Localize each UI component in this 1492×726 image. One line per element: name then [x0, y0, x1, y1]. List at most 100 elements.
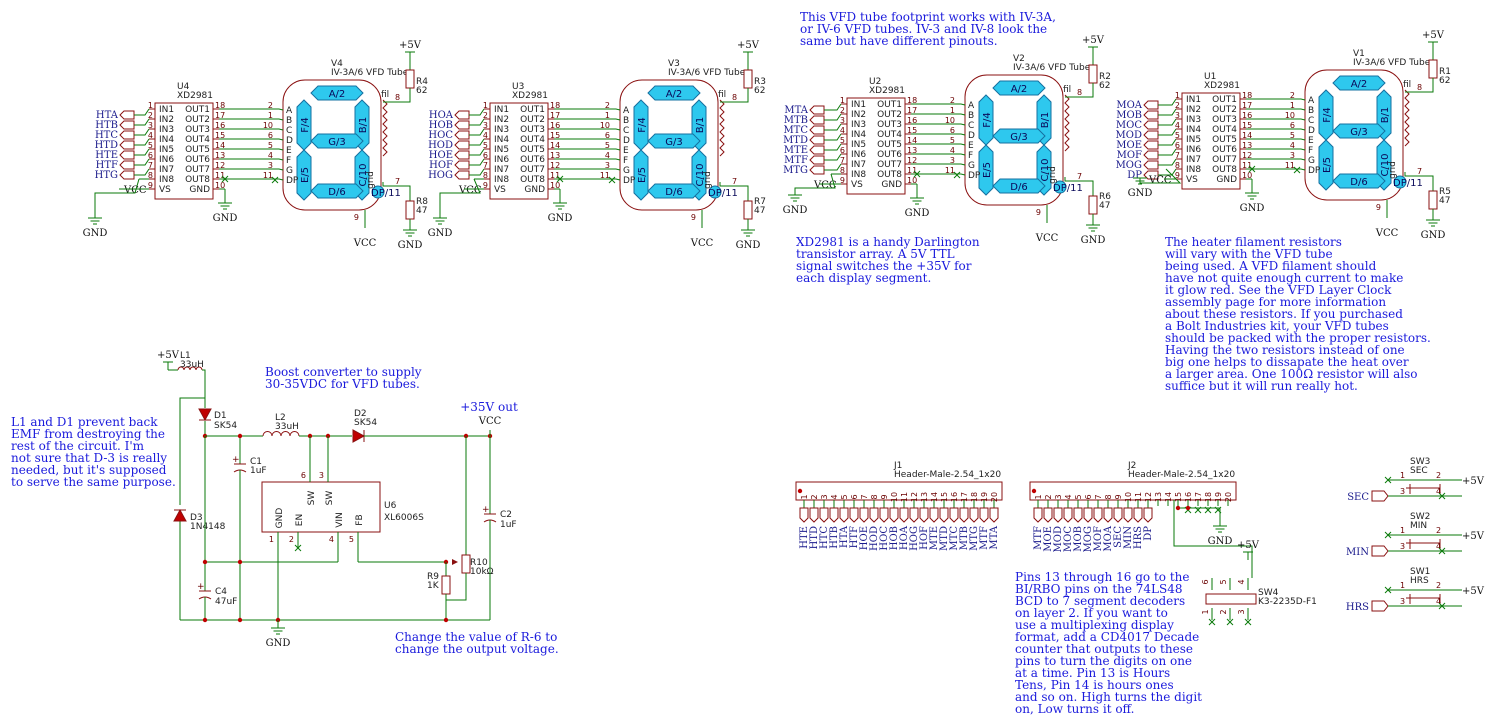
resistor-ref: R2 — [1099, 72, 1111, 82]
segment-c-label: C/10 — [1380, 153, 1391, 176]
segment-e — [978, 144, 994, 196]
driver-output-label: OUT2 — [877, 110, 902, 120]
ground-label: GND — [736, 240, 761, 251]
driver-pin-number: 7 — [1175, 151, 1180, 160]
output-wire — [1246, 128, 1306, 131]
net-flag — [1143, 140, 1159, 150]
tube-ref: V3 — [668, 59, 680, 69]
net-flag — [119, 130, 135, 140]
diode-body — [352, 429, 366, 443]
net-flag — [889, 507, 899, 523]
tube-part: IV-3A/6 VFD Tube — [1353, 58, 1431, 68]
tube-pin-number: 7 — [1077, 172, 1082, 181]
note-heater-line: a Bolt Industries kit, your VFD tubes — [1165, 319, 1389, 333]
output-wire — [911, 103, 966, 106]
switch-pin-number: 3 — [1400, 542, 1405, 551]
driver-output-label: OUT2 — [1212, 105, 1237, 115]
resistor-value: 47 — [416, 206, 427, 216]
driver-input-label: VS — [1186, 175, 1198, 185]
net-flag — [949, 507, 959, 523]
driver-input-label: IN3 — [494, 125, 509, 135]
tube-pin-label: A — [623, 106, 630, 116]
resistor-value: 1K — [427, 581, 440, 591]
regulator-pin-number: 3 — [319, 471, 324, 480]
potentiometer-arrow — [452, 559, 458, 565]
driver-pin-number: 10 — [907, 176, 917, 185]
tube-part: IV-3A/6 VFD Tube — [331, 68, 409, 78]
resistor-body — [441, 575, 451, 595]
net-flag — [869, 507, 879, 523]
segment-dp-label: DP/11 — [708, 188, 738, 199]
segment-g — [310, 133, 364, 149]
segment-c-label: C/10 — [1040, 158, 1051, 181]
ground-label: GND — [783, 205, 808, 216]
driver-output-label: OUT7 — [1212, 155, 1237, 165]
net-flag — [119, 110, 135, 120]
segment-a-label: A/2 — [1011, 84, 1028, 95]
segment-g — [992, 128, 1046, 144]
header-pin-number: 4 — [830, 494, 839, 499]
segment-d-label: D/6 — [665, 187, 682, 198]
net-flag — [1143, 130, 1159, 140]
header-pin-number: 7 — [1094, 494, 1103, 499]
driver-output-label: OUT8 — [520, 175, 545, 185]
header-pin-number: 18 — [1204, 492, 1213, 502]
resistor-ref: R4 — [416, 77, 428, 87]
tube-pin-number: 3 — [1290, 151, 1295, 160]
net-flag — [1093, 507, 1103, 523]
driver-pin-number: 2 — [1175, 101, 1180, 110]
output-wire — [219, 158, 284, 161]
driver-output-label: OUT1 — [877, 100, 902, 110]
tube-pin-number: 3 — [268, 161, 273, 170]
driver-ic-body — [154, 102, 214, 200]
junction-dot — [1175, 505, 1181, 511]
driver-output-label: OUT3 — [877, 120, 902, 130]
tube-part: IV-3A/6 VFD Tube — [1013, 63, 1091, 73]
driver-ref: U1 — [1204, 72, 1216, 82]
driver-pin-number: 18 — [550, 101, 560, 110]
power-5v-label: +5V — [399, 40, 422, 51]
note-darlington-line: signal switches the +35V for — [796, 259, 972, 273]
header-pin-number: 11 — [900, 492, 909, 502]
driver-pin-number: 16 — [550, 121, 560, 130]
header-net-label: HTA — [839, 525, 850, 548]
note-emf-line: EMF from destroying the — [11, 427, 165, 441]
tube-pin-number: 8 — [395, 93, 400, 102]
driver-output-label: OUT6 — [520, 155, 545, 165]
header-pin-number: 1 — [800, 494, 809, 499]
regulator-ic-body — [261, 481, 381, 533]
driver-output-label: OUT7 — [877, 160, 902, 170]
tube-pin-label: A — [1308, 96, 1315, 106]
header-ref: J1 — [893, 461, 902, 471]
tube-pin-number: 7 — [732, 177, 737, 186]
note-heater-line: The heater filament resistors — [1165, 235, 1342, 249]
segment-b-label: B/1 — [358, 117, 369, 134]
input-wire — [1158, 98, 1177, 106]
driver-pin-number: 5 — [1175, 131, 1180, 140]
tube-pin-number: 1 — [950, 106, 955, 115]
tube-pin-label: D — [968, 131, 975, 141]
net-flag — [989, 507, 999, 523]
header-net-label: HOF — [919, 526, 930, 550]
tube-pin-number: 9 — [1376, 203, 1381, 212]
driver-pin-number: 6 — [1175, 141, 1180, 150]
input-wire — [1158, 158, 1177, 166]
resistor-body — [1428, 190, 1438, 210]
tube-pin-number: 10 — [600, 121, 610, 130]
tube-pin-number: 6 — [605, 131, 610, 140]
junction-dot — [797, 488, 803, 494]
header-net-label: MTA — [989, 525, 1000, 549]
no-connect-mark — [953, 171, 961, 179]
header-net-label: HOE — [859, 526, 870, 550]
segment-dp-label: DP/11 — [1393, 178, 1423, 189]
tube-pin-number: 2 — [950, 96, 955, 105]
polarity-mark: + — [482, 505, 490, 515]
resistor-body — [405, 69, 415, 89]
segment-a — [1332, 75, 1386, 91]
net-flag — [454, 170, 470, 180]
switch-pin-number: 3 — [1237, 609, 1246, 614]
resistor-value: 62 — [1439, 76, 1450, 86]
